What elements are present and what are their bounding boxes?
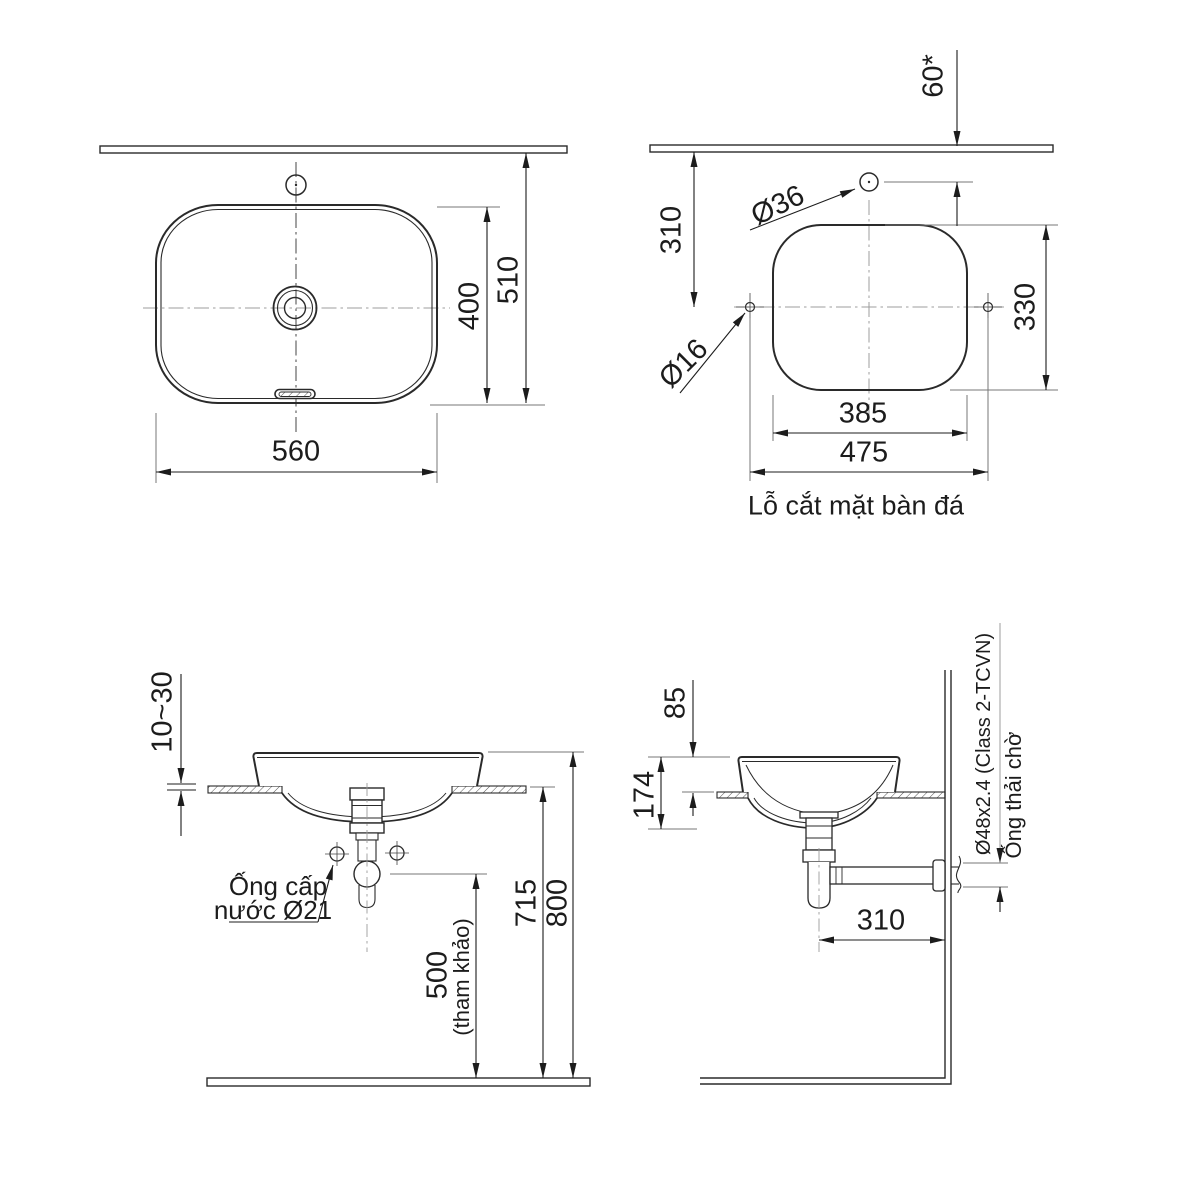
plan-width-label: 560	[271, 435, 321, 468]
counter-height-label: 715	[510, 878, 543, 928]
plan-total-height-label: 510	[492, 255, 525, 305]
side-view	[648, 623, 1008, 1085]
rim-range-label: 10~30	[146, 671, 179, 753]
cutout-back-distance-label: 310	[655, 205, 688, 255]
side-bowl-depth-label: 174	[628, 770, 661, 820]
side-rim-above-counter-label: 85	[659, 686, 692, 720]
front-view	[167, 674, 591, 1087]
cutout-back-offset-label: 60*	[917, 54, 950, 98]
cutout-caption: Lỗ cắt mặt bàn đá	[747, 490, 965, 521]
hole-span-label: 475	[839, 436, 889, 469]
cutout-view	[649, 50, 1058, 481]
plan-bowl-height-label: 400	[453, 281, 486, 331]
supply-pipe-label-line1: Ống cấp	[228, 871, 328, 901]
rim-height-label: 800	[541, 878, 574, 928]
cutout-width-label: 385	[838, 397, 888, 430]
plan-view	[99, 145, 568, 483]
trap-height-note-label: (tham khảo)	[449, 918, 474, 1036]
cutout-height-label: 330	[1009, 282, 1042, 332]
supply-pipe-label-line2: nước Ø21	[213, 895, 333, 925]
drain-to-wall-label: 310	[856, 904, 906, 937]
waste-pipe-name-label: Ống thải chờ	[1001, 731, 1026, 859]
waste-pipe-spec-label: Ø48x2.4 (Class 2-TCVN)	[973, 632, 995, 856]
